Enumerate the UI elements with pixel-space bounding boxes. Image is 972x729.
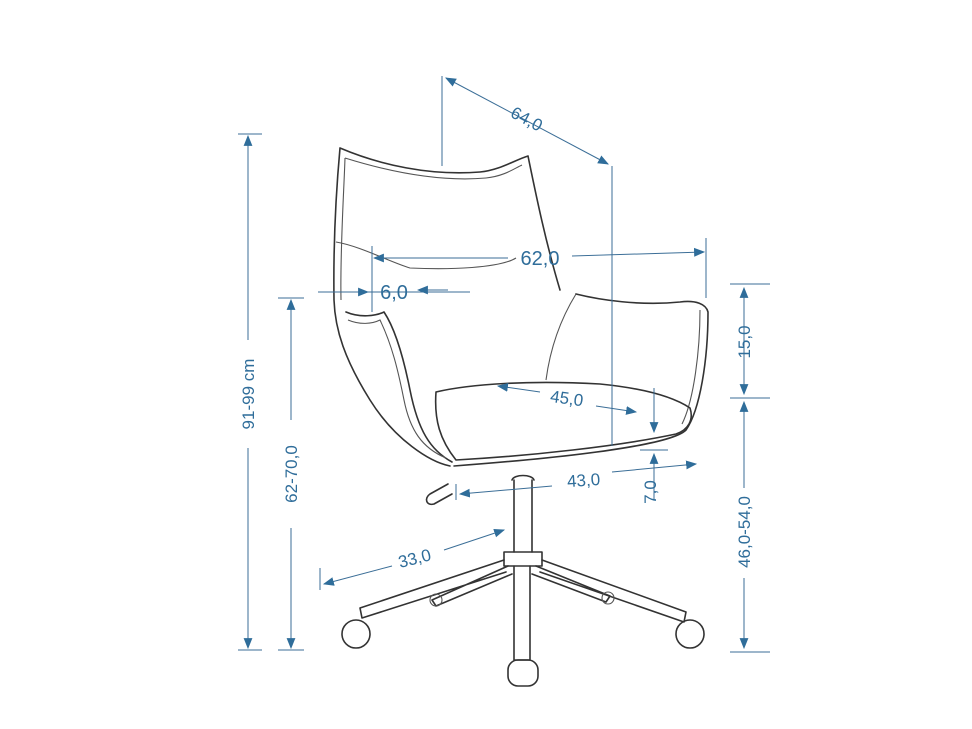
wheel-front [507,659,539,687]
left-armrest [345,311,453,463]
wheel-right [675,619,705,649]
seat [434,381,692,461]
column [511,474,535,553]
dim-base-radius-right [443,528,506,551]
label-seat-width: 43,0 [566,470,600,491]
back-seam [335,241,517,270]
backrest-inner [340,157,523,301]
chair-outline [333,147,709,687]
label-base-radius: 33,0 [396,545,433,571]
dim-seat-width-left [458,485,553,498]
gas-lever [425,483,453,506]
dim-base-radius-left [322,565,393,586]
label-seat-depth: 45,0 [549,387,584,410]
dimension-labels: 91-99 cm 62-70,0 64,0 62,0 6,0 15,0 46,0… [239,103,754,572]
dim-width-right [571,247,706,257]
dim-seat-depth-right [595,405,638,415]
wheel-back-right [601,591,615,605]
label-depth: 64,0 [508,103,546,135]
label-armrest-width: 6,0 [380,282,408,304]
wheel-back-left [429,593,443,607]
label-armrest-height: 62-70,0 [282,445,301,503]
label-seat-thickness: 7,0 [641,480,660,504]
right-armrest-inner [545,293,701,425]
label-armrest-above-seat: 15,0 [735,325,754,358]
label-seat-height: 46,0-54,0 [735,496,754,568]
wheel-left [341,619,371,649]
right-armrest [453,293,709,467]
left-armrest-inner [347,319,447,459]
star-base [359,559,687,661]
dim-depth [445,77,609,165]
label-total-height: 91-99 cm [239,359,258,430]
dim-seat-depth-left [496,383,541,393]
label-width: 62,0 [521,248,560,270]
extension-lines [238,76,770,653]
column-hub [503,551,543,567]
backrest [333,147,561,467]
dimension-lines [243,77,749,650]
